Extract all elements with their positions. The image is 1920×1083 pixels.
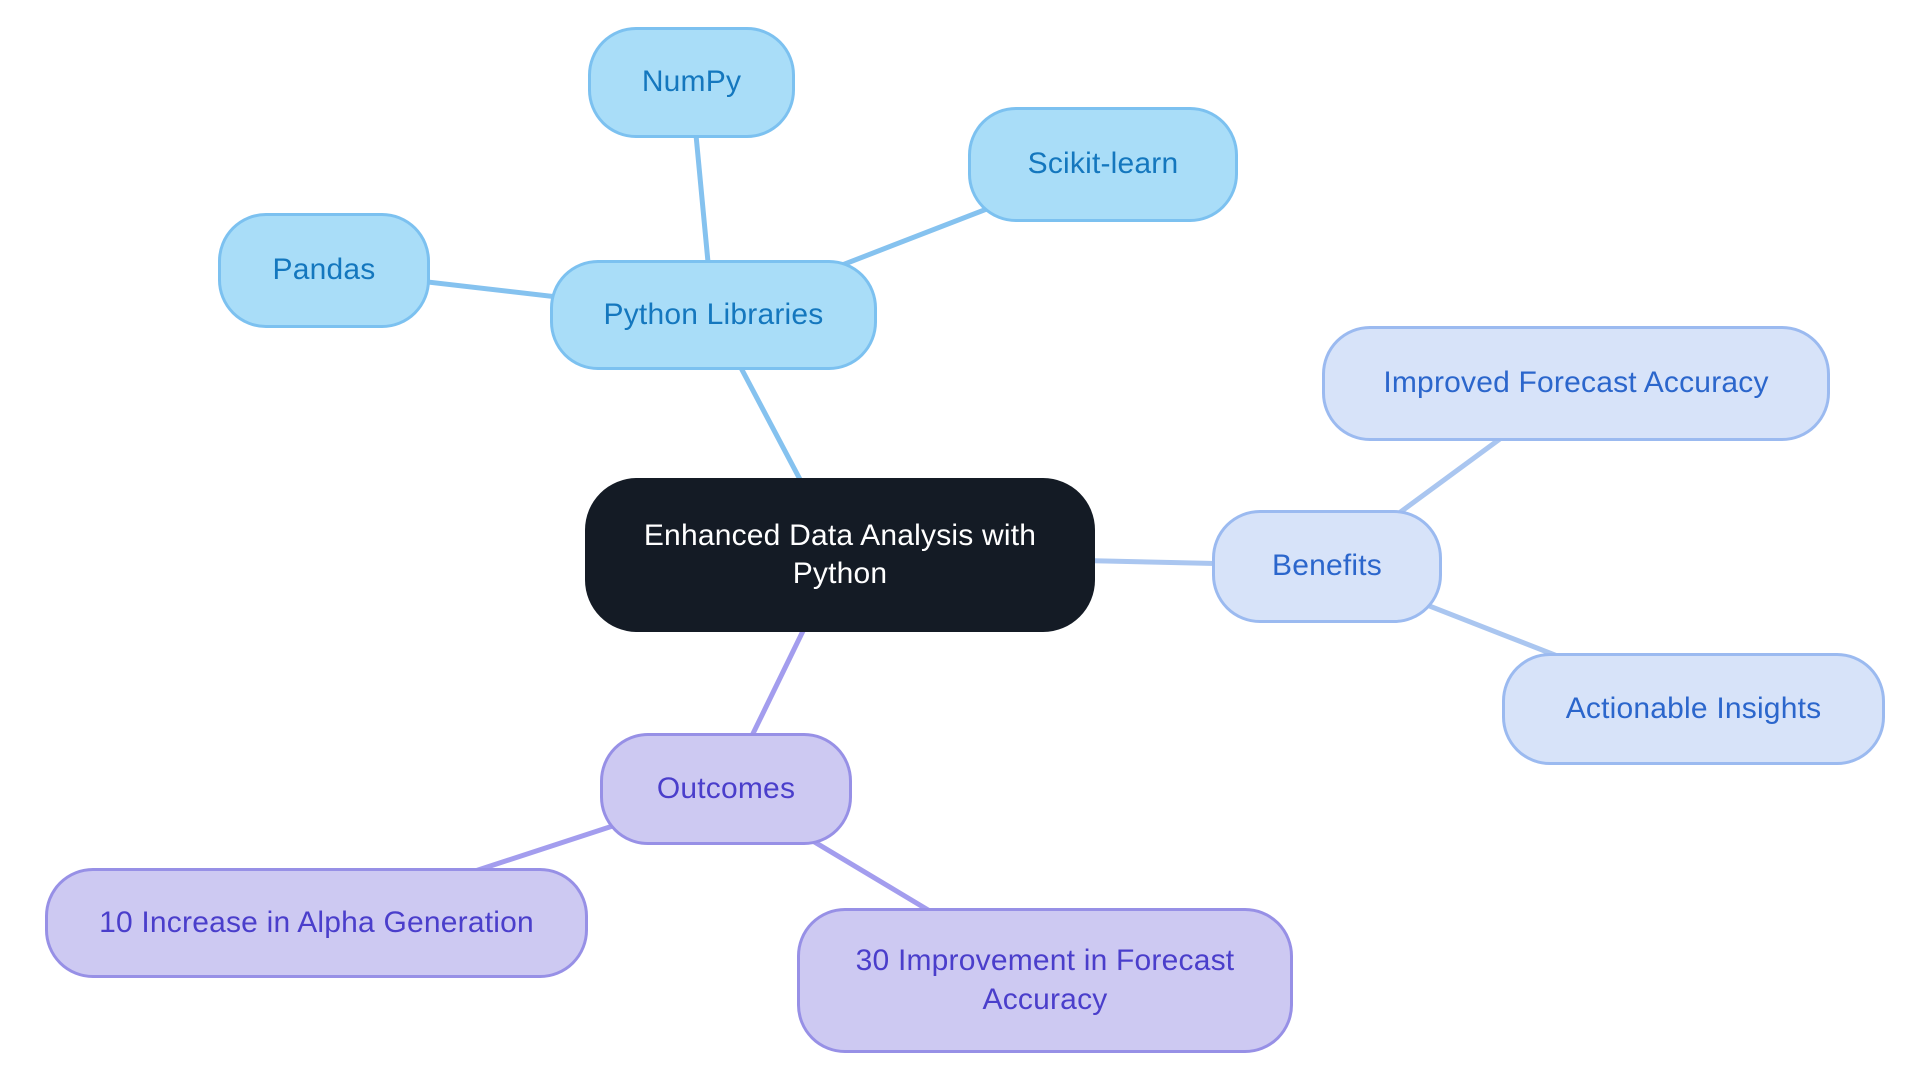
- child-node-pandas: Pandas: [218, 213, 430, 328]
- child-node-numpy: NumPy: [588, 27, 795, 138]
- child-node-forecast-improvement: 30 Improvement in Forecast Accuracy: [797, 908, 1293, 1053]
- child-node-scikit-learn: Scikit-learn: [968, 107, 1238, 222]
- branch-node-outcomes: Outcomes: [600, 733, 852, 845]
- branch-node-benefits: Benefits: [1212, 510, 1442, 623]
- child-node-alpha-generation: 10 Increase in Alpha Generation: [45, 868, 588, 978]
- branch-node-python-libraries: Python Libraries: [550, 260, 877, 370]
- child-node-improved-forecast-accuracy: Improved Forecast Accuracy: [1322, 326, 1830, 441]
- central-node: Enhanced Data Analysis with Python: [585, 478, 1095, 632]
- child-node-actionable-insights: Actionable Insights: [1502, 653, 1885, 765]
